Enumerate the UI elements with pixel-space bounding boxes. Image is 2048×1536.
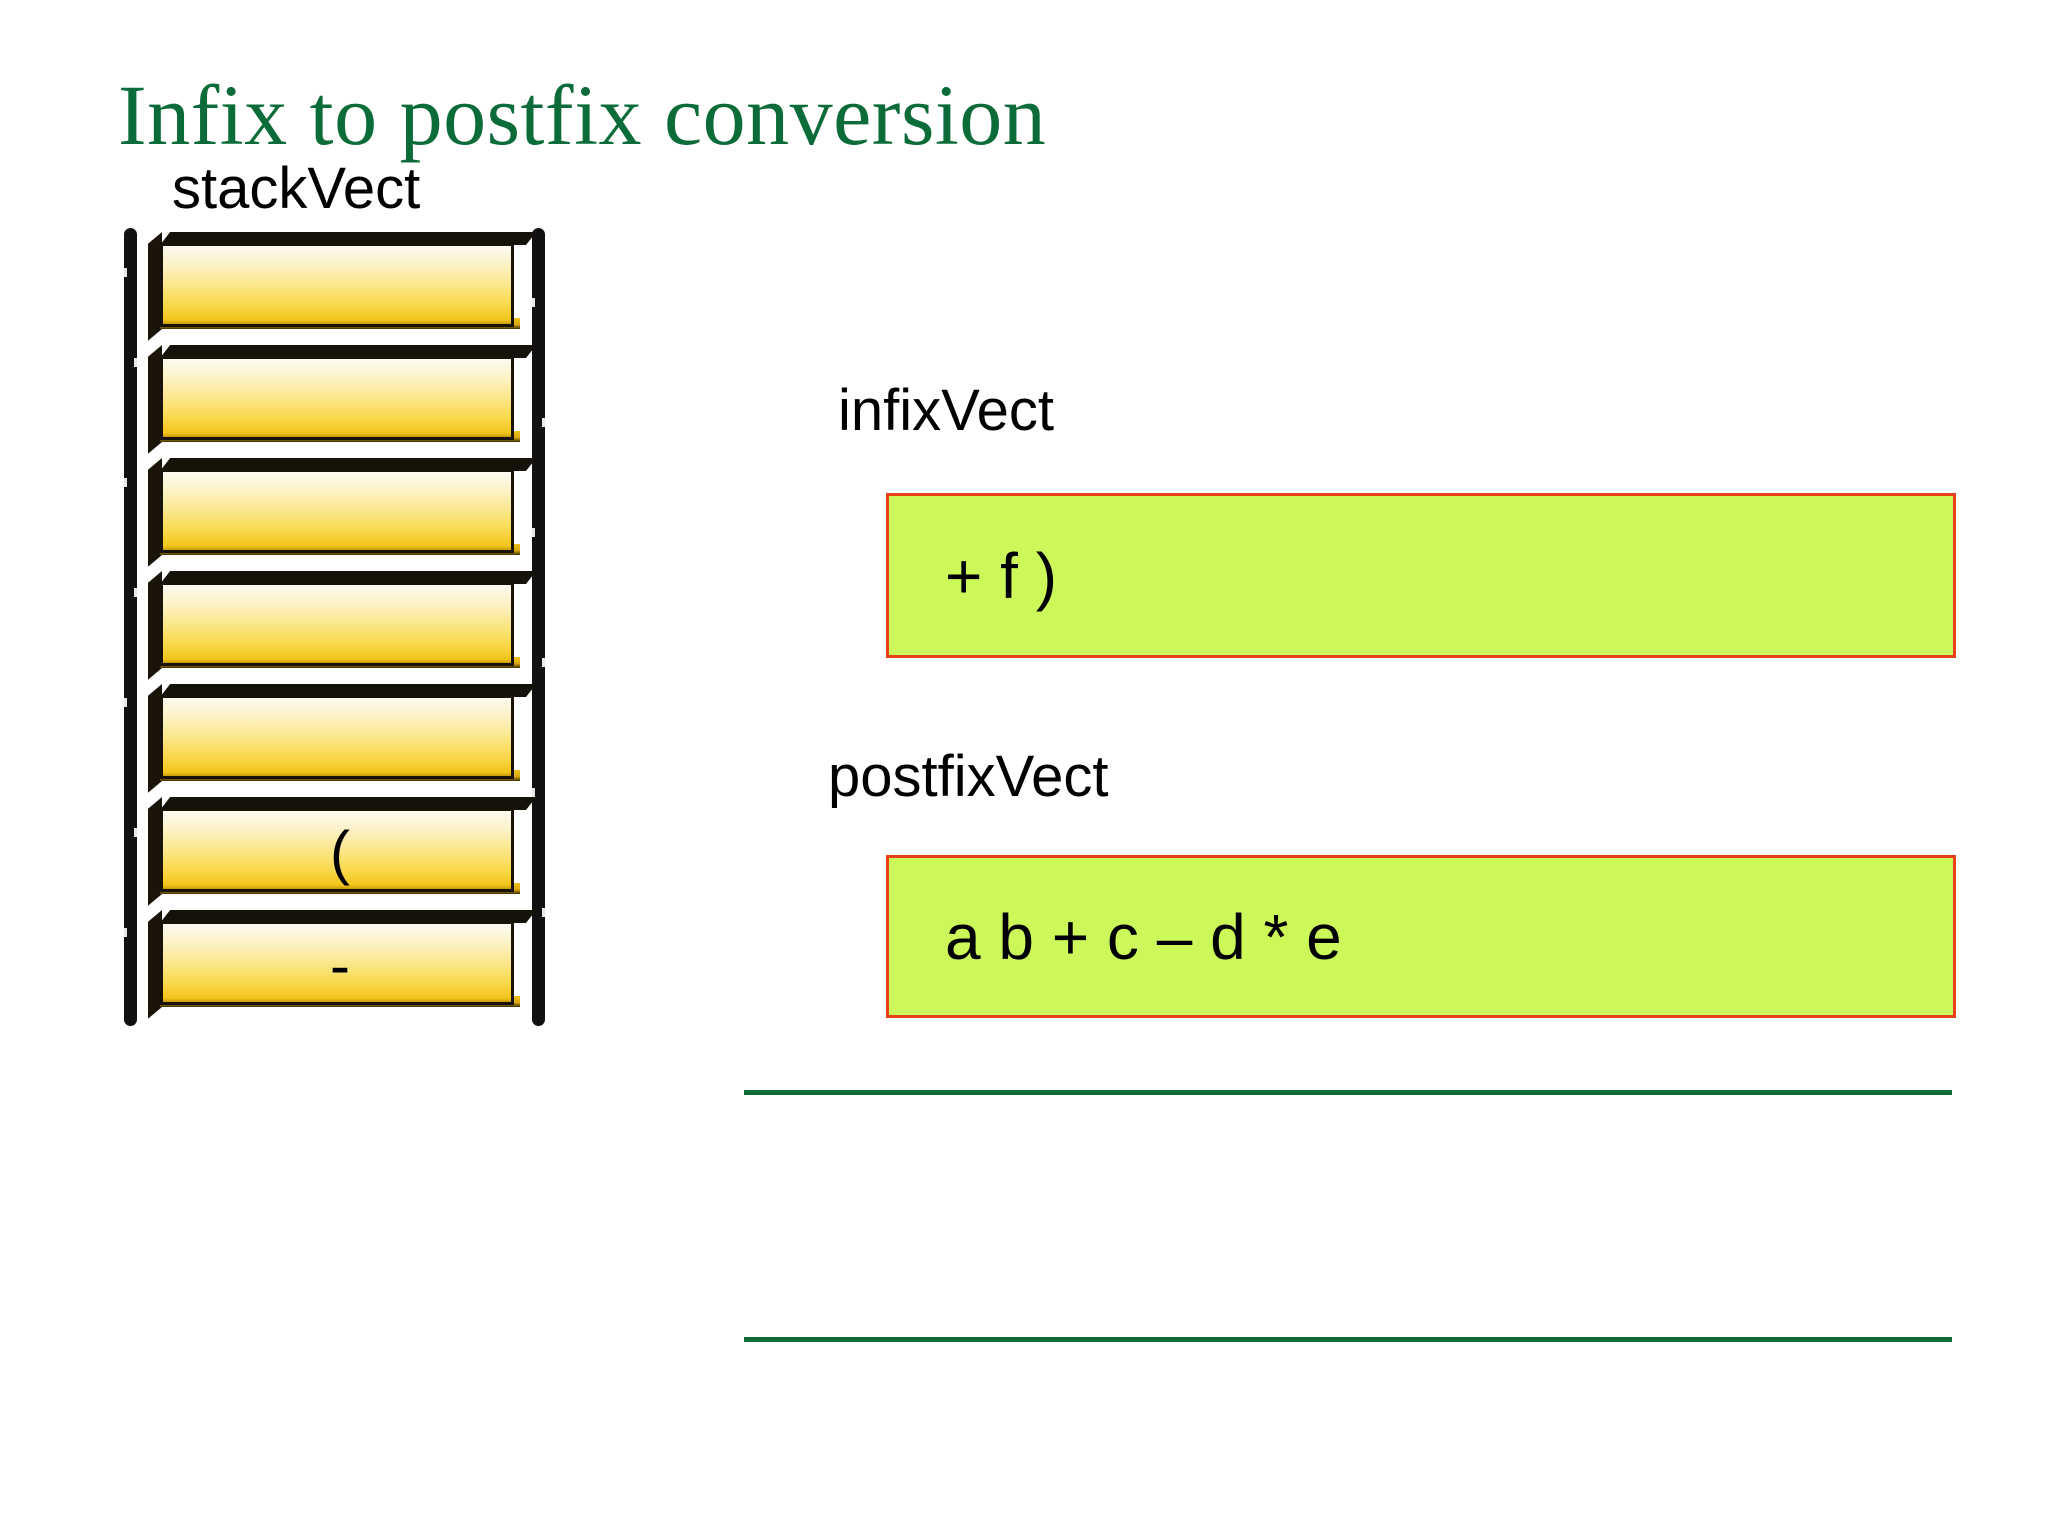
- stack-cell[interactable]: [148, 458, 537, 567]
- infixvect-label: infixVect: [838, 378, 1054, 443]
- stackvect-label: stackVect: [172, 156, 421, 221]
- stack-cell-face: (: [160, 808, 514, 892]
- stack-cell-value: -: [330, 932, 350, 999]
- stack-cell[interactable]: [148, 232, 537, 341]
- stack-cell-face: -: [160, 921, 514, 1005]
- stack-cell[interactable]: [148, 345, 537, 454]
- stack-left-wall: [121, 228, 140, 1026]
- page-title: Infix to postfix conversion: [118, 67, 1047, 163]
- stack-cell[interactable]: [148, 684, 537, 793]
- stack-cell-value: [163, 698, 517, 782]
- stack-cell-value: (: [330, 819, 350, 886]
- stack-cell[interactable]: (: [148, 797, 537, 906]
- stack-cell-value: [163, 472, 517, 556]
- horizontal-rule-bottom: [744, 1337, 1952, 1342]
- stack-cell-list: ( -: [148, 232, 537, 1024]
- postfixvect-value: a b + c – d * e: [945, 900, 1342, 973]
- stack-cell[interactable]: [148, 571, 537, 680]
- stack-cell-face: [160, 469, 514, 553]
- stack-cell[interactable]: -: [148, 910, 537, 1019]
- horizontal-rule-top: [744, 1090, 1952, 1095]
- stack-cell-face: [160, 582, 514, 666]
- postfixvect-box[interactable]: a b + c – d * e: [886, 855, 1956, 1018]
- stack-cell-face: [160, 356, 514, 440]
- stack-cell-value: [163, 246, 517, 330]
- stack-cell-value: [163, 359, 517, 443]
- infixvect-box[interactable]: + f ): [886, 493, 1956, 658]
- stack-cell-face: [160, 243, 514, 327]
- postfixvect-label: postfixVect: [828, 744, 1109, 809]
- infixvect-value: + f ): [945, 539, 1058, 612]
- stack-diagram: ( -: [112, 224, 572, 1034]
- stack-right-wall: [529, 228, 548, 1026]
- stack-cell-value: [163, 585, 517, 669]
- stack-cell-face: [160, 695, 514, 779]
